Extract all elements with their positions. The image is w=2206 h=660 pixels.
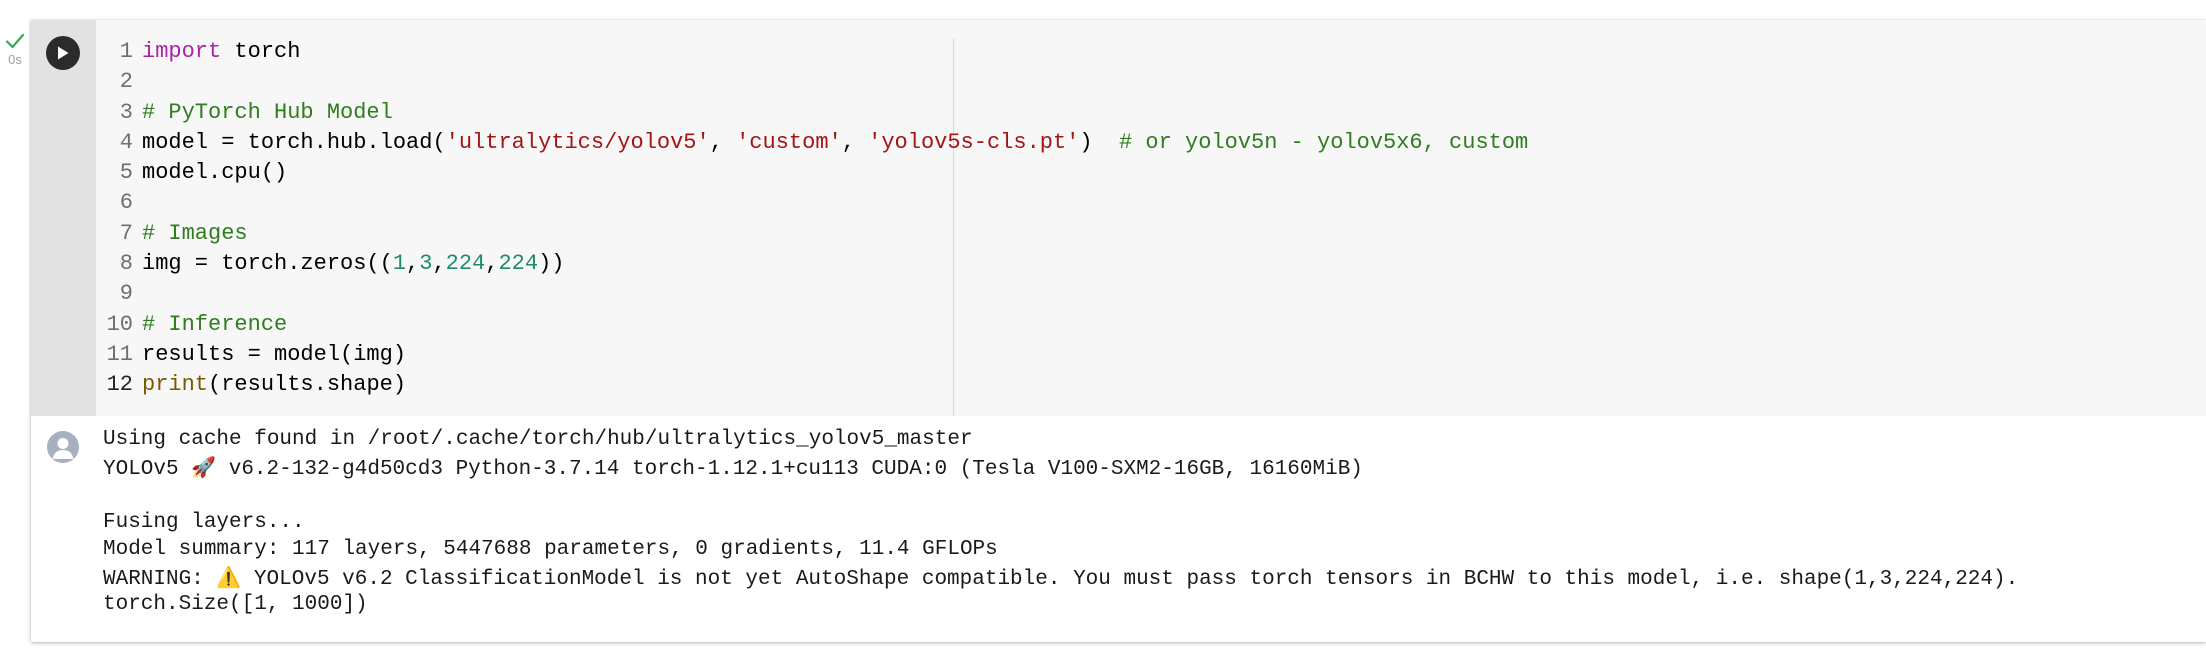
code-line[interactable]: 1 import torch	[96, 37, 1528, 67]
code-token: import	[142, 39, 222, 64]
line-number: 8	[119, 251, 133, 277]
code-token: ))	[538, 251, 565, 277]
code-token: ,	[406, 251, 420, 277]
code-token: 'custom'	[736, 129, 842, 155]
code-line[interactable]: 9	[96, 279, 1528, 309]
code-line[interactable]: 12 print(results.shape)	[96, 370, 1528, 400]
code-line[interactable]: 5 model.cpu()	[96, 158, 1528, 188]
output-line: Model summary: 117 layers, 5447688 param…	[103, 536, 2018, 564]
code-token: img = torch.zeros((	[142, 251, 393, 277]
code-token: 3	[419, 251, 433, 277]
line-number: 6	[119, 190, 133, 216]
output-emoji: ⚠️	[216, 564, 242, 589]
line-number: 2	[119, 69, 133, 95]
output-text-segment: Fusing layers...	[103, 510, 318, 534]
code-token: 'ultralytics/yolov5'	[445, 129, 710, 155]
code-token: results = model(img)	[142, 341, 407, 367]
output-text-segment: Using cache found in /root/.cache/torch/…	[103, 428, 973, 451]
code-line[interactable]: 7 # Images	[96, 219, 1528, 249]
code-token: 224	[445, 251, 486, 277]
play-icon	[58, 46, 69, 60]
code-token: # or yolov5n - yolov5x6, custom	[1118, 129, 1529, 155]
code-token: # Images	[142, 220, 248, 246]
code-editor[interactable]: 1 import torch 2 3 # PyTorch Hub Model 4 model…	[31, 20, 2206, 418]
code-line[interactable]: 2	[96, 67, 1528, 97]
output-line: YOLOv5 🚀 v6.2-132-g4d50cd3 Python-3.7.14…	[103, 454, 2018, 482]
code-token: model = torch.hub.load(	[142, 129, 446, 155]
line-number: 12	[106, 372, 133, 398]
output-text: Using cache found in /root/.cache/torch/…	[103, 426, 2018, 619]
code-token: ,	[709, 129, 737, 155]
output-text-segment: YOLOv5 v6.2 ClassificationModel is not y…	[241, 567, 2019, 591]
line-number: 4	[119, 129, 133, 155]
line-length-ruler	[953, 38, 954, 418]
output-text-segment: Model summary: 117 layers, 5447688 param…	[103, 538, 998, 561]
output-emoji: 🚀	[191, 454, 217, 479]
cell-gutter	[31, 20, 96, 416]
output-line: Using cache found in /root/.cache/torch/…	[103, 426, 2018, 454]
line-number: 3	[119, 99, 133, 125]
code-token: 1	[392, 251, 407, 277]
output-line	[103, 481, 2018, 509]
code-token: ,	[485, 251, 499, 277]
code-token: torch	[221, 39, 301, 64]
line-number: 10	[106, 311, 133, 337]
code-token: 'yolov5s-cls.pt'	[868, 129, 1080, 155]
output-text-segment: torch.Size([1, 1000])	[103, 593, 368, 616]
line-number: 5	[119, 160, 133, 186]
code-line[interactable]: 6	[96, 188, 1528, 218]
line-number: 1	[119, 39, 133, 64]
code-lines[interactable]: 1 import torch 2 3 # PyTorch Hub Model 4 model…	[96, 37, 1529, 401]
code-line[interactable]: 11 results = model(img)	[96, 340, 1528, 370]
code-line[interactable]: 3 # PyTorch Hub Model	[96, 98, 1528, 128]
code-token: (results.shape)	[208, 372, 407, 398]
code-token: )	[1079, 129, 1119, 155]
run-cell-button[interactable]	[46, 36, 80, 70]
line-number: 11	[106, 341, 133, 367]
execution-status: 0s	[0, 32, 30, 67]
line-number: 9	[119, 281, 133, 307]
avatar-icon[interactable]	[47, 431, 79, 463]
check-icon	[5, 33, 25, 49]
code-token: ,	[432, 251, 446, 277]
code-cell[interactable]: 1 import torch 2 3 # PyTorch Hub Model 4 model…	[31, 20, 2206, 642]
code-token: # PyTorch Hub Model	[142, 99, 393, 125]
output-line: WARNING: ⚠️ YOLOv5 v6.2 ClassificationMo…	[103, 564, 2018, 592]
execution-time: 0s	[8, 52, 22, 67]
code-token: model.cpu()	[142, 160, 288, 186]
output-line: torch.Size([1, 1000])	[103, 591, 2018, 619]
code-token: print	[142, 372, 209, 398]
code-token: # Inference	[142, 311, 288, 337]
output-text-segment: YOLOv5	[103, 457, 192, 481]
code-line[interactable]: 10 # Inference	[96, 310, 1528, 340]
code-line[interactable]: 4 model = torch.hub.load('ultralytics/yol…	[96, 128, 1528, 158]
code-token: ,	[841, 129, 869, 155]
output-line: Fusing layers...	[103, 509, 2018, 537]
code-token: 224	[498, 251, 539, 277]
output-text-segment: v6.2-132-g4d50cd3 Python-3.7.14 torch-1.…	[216, 457, 1363, 481]
cell-output: Using cache found in /root/.cache/torch/…	[31, 416, 2206, 642]
output-text-segment: WARNING:	[103, 567, 217, 591]
line-number: 7	[119, 220, 133, 246]
